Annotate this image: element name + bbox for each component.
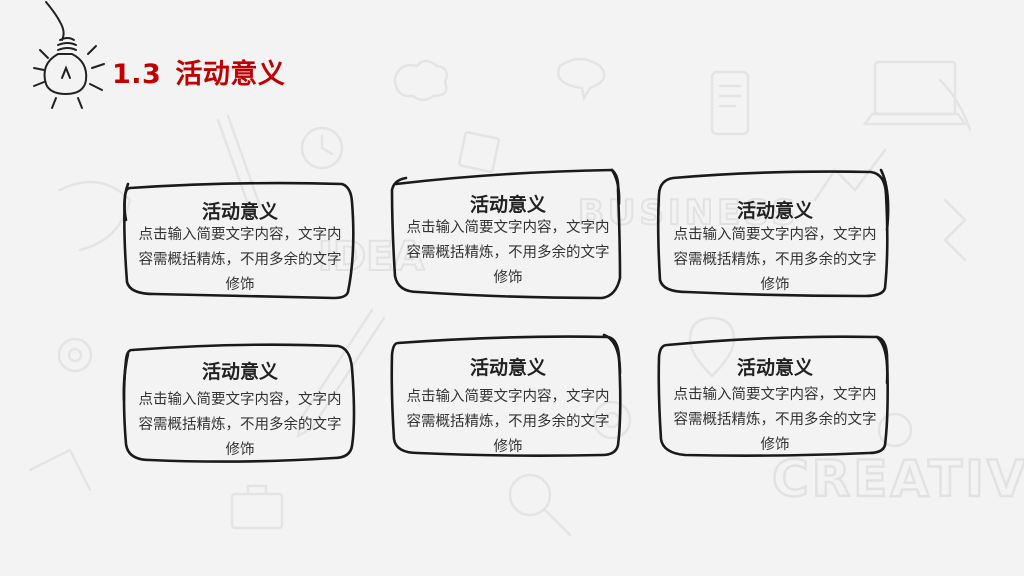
svg-text:BUSINESS: BUSINESS <box>578 193 800 233</box>
card-body: 点击输入简要文字内容，文字内容需概括精炼，不用多余的文字修饰 <box>138 227 342 293</box>
card-body: 点击输入简要文字内容，文字内容需概括精炼，不用多余的文字修饰 <box>406 389 610 455</box>
svg-text:CREATIVE: CREATIVE <box>772 450 1024 508</box>
card-6[interactable]: 活动意义 点击输入简要文字内容，文字内容需概括精炼，不用多余的文字修饰 <box>655 333 895 468</box>
card-frame <box>656 168 890 298</box>
card-4[interactable]: 活动意义 点击输入简要文字内容，文字内容需概括精炼，不用多余的文字修饰 <box>120 340 360 475</box>
lightbulb-icon <box>30 0 110 112</box>
card-title: 活动意义 <box>469 357 546 379</box>
page-title: 1.3 活动意义 <box>112 52 285 91</box>
card-frame <box>122 343 356 463</box>
card-body: 点击输入简要文字内容，文字内容需概括精炼，不用多余的文字修饰 <box>673 387 877 453</box>
card-body: 点击输入简要文字内容，文字内容需概括精炼，不用多余的文字修饰 <box>406 220 610 286</box>
card-frame <box>123 181 355 300</box>
card-1[interactable]: 活动意义 点击输入简要文字内容，文字内容需概括精炼，不用多余的文字修饰 <box>120 180 360 315</box>
card-5[interactable]: 活动意义 点击输入简要文字内容，文字内容需概括精炼，不用多余的文字修饰 <box>388 333 628 468</box>
card-title: 活动意义 <box>201 361 278 383</box>
card-title: 活动意义 <box>201 201 278 223</box>
slide-header: 1.3 活动意义 <box>0 0 340 120</box>
card-2[interactable]: 活动意义 点击输入简要文字内容，文字内容需概括精炼，不用多余的文字修饰 <box>388 168 628 305</box>
card-title: 活动意义 <box>736 357 813 379</box>
svg-text:IDEA: IDEA <box>318 234 424 280</box>
card-body: 点击输入简要文字内容，文字内容需概括精炼，不用多余的文字修饰 <box>673 227 877 293</box>
card-frame <box>390 168 622 300</box>
card-frame <box>657 335 889 457</box>
card-3[interactable]: 活动意义 点击输入简要文字内容，文字内容需概括精炼，不用多余的文字修饰 <box>655 168 895 305</box>
section-number: 1.3 <box>112 59 162 90</box>
card-body: 点击输入简要文字内容，文字内容需概括精炼，不用多余的文字修饰 <box>138 392 342 458</box>
section-title: 活动意义 <box>175 59 286 90</box>
card-title: 活动意义 <box>469 194 546 216</box>
card-frame <box>390 333 622 457</box>
card-title: 活动意义 <box>736 200 813 222</box>
